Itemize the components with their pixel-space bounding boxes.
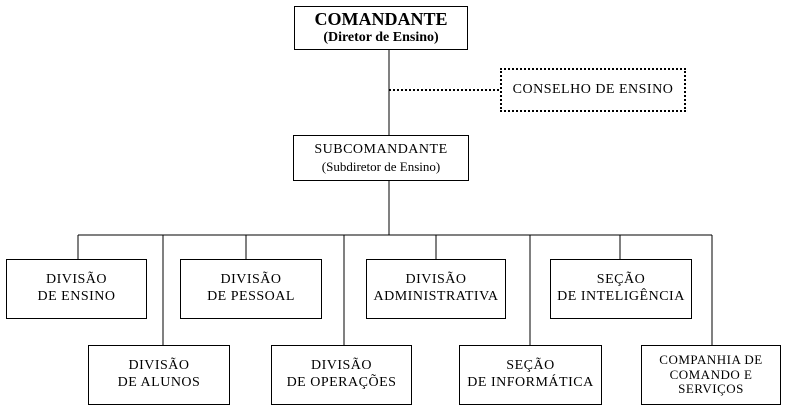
sec-inteligencia-box: SEÇÃO DE INTELIGÊNCIA xyxy=(550,259,692,319)
comandante-title: COMANDANTE xyxy=(314,8,448,29)
div-pessoal-box: DIVISÃO DE PESSOAL xyxy=(180,259,322,319)
conselho-box: CONSELHO DE ENSINO xyxy=(500,68,686,112)
cia-servicos-line1: COMPANHIA DE xyxy=(659,351,763,367)
div-pessoal-line2: DE PESSOAL xyxy=(207,289,295,304)
subcomandante-title: SUBCOMANDANTE xyxy=(314,141,448,157)
div-operacoes-box: DIVISÃO DE OPERAÇÕES xyxy=(271,345,412,405)
div-ensino-line1: DIVISÃO xyxy=(45,272,108,288)
div-operacoes-line1: DIVISÃO xyxy=(310,358,373,374)
sec-informatica-line2: DE INFORMÁTICA xyxy=(467,375,594,390)
div-alunos-line2: DE ALUNOS xyxy=(117,375,201,390)
comandante-box: COMANDANTE (Diretor de Ensino) xyxy=(294,6,468,50)
div-administrativa-box: DIVISÃO ADMINISTRATIVA xyxy=(366,259,506,319)
div-pessoal-line1: DIVISÃO xyxy=(220,272,282,288)
div-alunos-line1: DIVISÃO xyxy=(128,358,190,374)
div-administrativa-line2: ADMINISTRATIVA xyxy=(373,289,499,304)
div-ensino-line2: DE ENSINO xyxy=(37,289,116,304)
subcomandante-box: SUBCOMANDANTE (Subdiretor de Ensino) xyxy=(293,135,469,181)
sec-informatica-box: SEÇÃO DE INFORMÁTICA xyxy=(459,345,602,405)
sec-informatica-line1: SEÇÃO xyxy=(506,358,555,374)
conselho-label: CONSELHO DE ENSINO xyxy=(512,81,674,97)
cia-servicos-line2: COMANDO E xyxy=(669,366,753,382)
subcomandante-subtitle: (Subdiretor de Ensino) xyxy=(321,158,441,174)
div-ensino-box: DIVISÃO DE ENSINO xyxy=(6,259,147,319)
div-alunos-box: DIVISÃO DE ALUNOS xyxy=(88,345,230,405)
cia-servicos-line3: SERVIÇOS xyxy=(678,381,744,397)
comandante-subtitle: (Diretor de Ensino) xyxy=(323,30,439,46)
div-administrativa-line1: DIVISÃO xyxy=(405,272,467,288)
sec-inteligencia-line2: DE INTELIGÊNCIA xyxy=(557,289,685,304)
sec-inteligencia-line1: SEÇÃO xyxy=(596,272,646,288)
div-operacoes-line2: DE OPERAÇÕES xyxy=(286,375,397,390)
cia-servicos-box: COMPANHIA DE COMANDO E SERVIÇOS xyxy=(641,345,781,405)
